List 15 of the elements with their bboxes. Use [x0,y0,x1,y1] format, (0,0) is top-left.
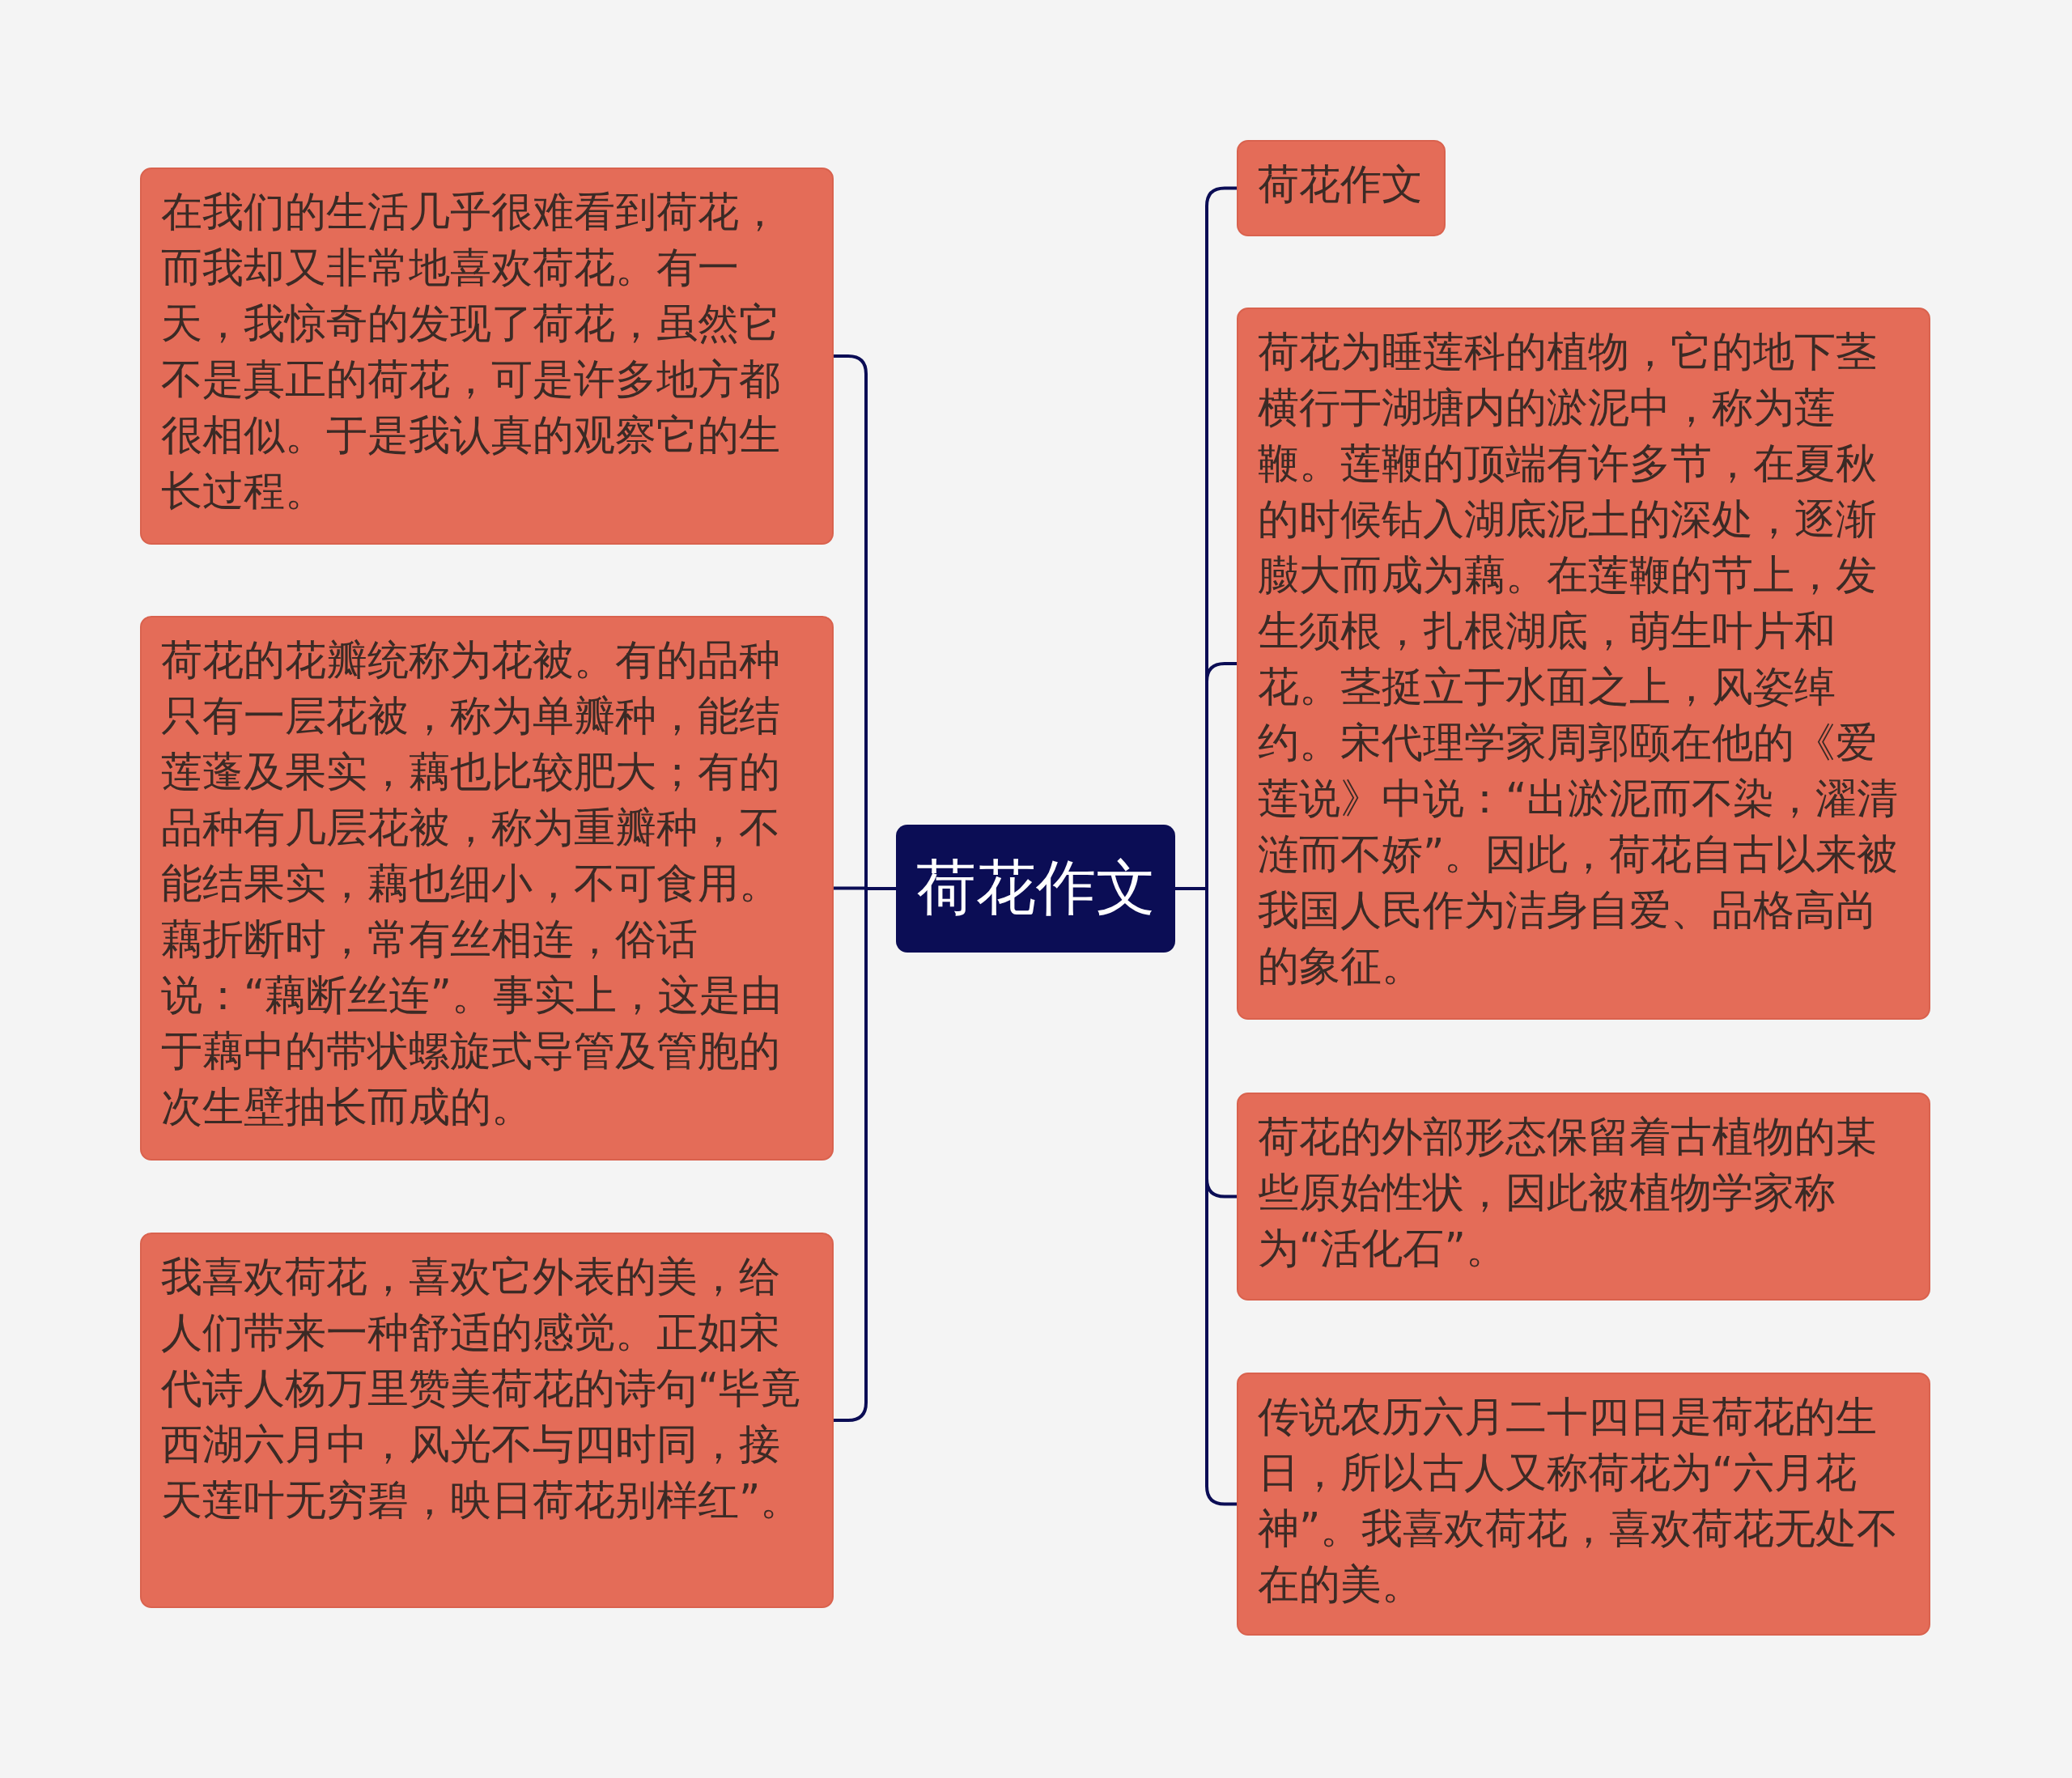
topic-box [140,616,834,1161]
topic-box [1237,1093,1930,1301]
topic-box [1237,1373,1930,1636]
topic-title: 荷花作文 [915,851,1156,923]
topic-box [140,168,834,545]
topic-box [1237,140,1446,236]
topic-text: 荷花的花瓣统称为花被。有的品种只有一层花被，称为单瓣种，能结莲蓬及果实，藕也比较肥大；有的品种有几层花被，称为重瓣种，不能结果实，藕也细小，不可食用。藕折断时，常有丝相连，俗话说：“藕断丝连”。事实上，这是由于藕中的带状螺旋式导管及管胞的次生壁抽长而成的。 [161,636,782,1131]
topic-text: 荷花为睡莲科的植物，它的地下茎横行于湖塘内的淤泥中，称为莲鞭。莲鞭的顶端有许多节，在夏秋的时候钻入湖底泥土的深处，逐渐臌大而成为藕。在莲鞭的节上，发生须根，扎根湖底，萌生叶片和花。茎挺立于水面之上，风姿绰约。宋代理学家周郭颐在他的《爱莲说》中说：“出淤泥而不染，濯清涟而不娇”。因此，荷花自古以来被我国人民作为洁身自爱、品格高尚的象征。 [1258,328,1899,990]
central-topic-box [896,825,1175,953]
topic-text: 荷花作文 [1258,160,1423,208]
topic-text: 在我们的生活几乎很难看到荷花，而我却又非常地喜欢荷花。有一天，我惊奇的发现了荷花，虽然它不是真正的荷花，可是许多地方都很相似。于是我认真的观察它的生长过程。 [161,188,780,515]
topic-text: 我喜欢荷花，喜欢它外表的美，给人们带来一种舒适的感觉。正如宋代诗人杨万里赞美荷花的诗句“毕竟西湖六月中，风光不与四时同，接天莲叶无穷碧，映日荷花别样红”。 [161,1253,802,1524]
topic-text: 荷花的外部形态保留着古植物的某些原始性状，因此被植物学家称为“活化石”。 [1258,1113,1877,1272]
topic-text: 传说农历六月二十四日是荷花的生日，所以古人又称荷花为“六月花神”。我喜欢荷花，喜欢荷花无处不在的美。 [1258,1393,1899,1608]
topic-box [140,1233,834,1608]
